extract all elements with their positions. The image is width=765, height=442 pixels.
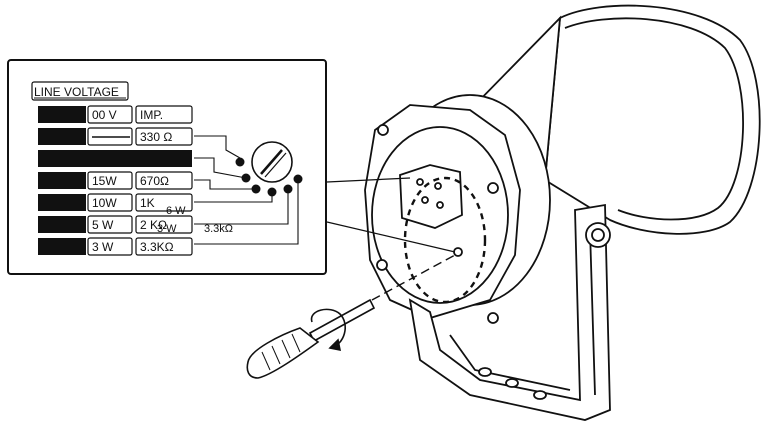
row-power-box (87, 105, 133, 124)
rotary-selector (251, 141, 293, 183)
tap-table-row: 3 W 3.3KΩ (38, 237, 193, 256)
horn-mouth (544, 4, 761, 235)
overlay-label-3k3: 3.3kΩ (204, 223, 233, 235)
terminal-block (399, 164, 463, 229)
row-power-label: 3 W (92, 240, 114, 254)
row-power-box (87, 237, 133, 256)
row-impedance-box (135, 215, 193, 234)
terminal-4 (436, 201, 444, 209)
panel-title-box (31, 81, 129, 101)
mount-bracket-inner (449, 229, 596, 396)
row-black-block (38, 128, 86, 145)
row-power-label: 15W (92, 174, 117, 188)
terminal-2 (434, 182, 442, 190)
tap-table-row: 330 Ω (38, 127, 193, 146)
screwdriver-handle (246, 327, 320, 379)
rotation-arrow (310, 308, 346, 349)
wiring-leaders (194, 135, 299, 245)
rotation-arrow-head (328, 338, 342, 352)
row-power-label: 00 V (92, 108, 117, 122)
row-impedance-label: 2 KΩ (140, 218, 167, 232)
row-impedance-box (135, 171, 193, 190)
detail-panel: LINE VOLTAGE 00 V IMP. 330 Ω 15W 670Ω 10W 1K 5 … (7, 59, 327, 275)
row-impedance-box (135, 105, 193, 124)
row-power-box (87, 215, 133, 234)
row-black-block (38, 216, 86, 233)
row-impedance-box (135, 127, 193, 146)
row-impedance-label: 670Ω (140, 174, 169, 188)
callout-lines (326, 177, 456, 253)
mount-bracket (408, 203, 611, 421)
row-filled-bar (38, 150, 192, 167)
handle-grip-lines (261, 333, 301, 371)
bracket-hole-3 (533, 390, 547, 400)
bracket-hole-1 (478, 367, 492, 377)
tap-table-row: 00 V IMP. (38, 105, 193, 124)
row-power-label: 10W (92, 196, 117, 210)
row-impedance-label: IMP. (140, 108, 163, 122)
tap-table-row: 15W 670Ω (38, 171, 193, 190)
terminal-3 (421, 196, 429, 204)
tap-table-row: 10W 1K (38, 193, 193, 212)
tap-area-dashed (403, 176, 487, 304)
row-power-box (87, 171, 133, 190)
row-impedance-label: 1K (140, 196, 155, 210)
overlay-label-6w: 6 W (166, 205, 186, 217)
horn-mouth-rim (564, 17, 744, 221)
row-impedance-label: 3.3KΩ (140, 240, 174, 254)
row-impedance-box (135, 193, 193, 212)
screwdriver-shaft (308, 298, 376, 343)
bracket-hole-2 (505, 378, 519, 388)
tap-table-row (38, 150, 192, 167)
row-impedance-box (135, 237, 193, 256)
row-black-block (38, 106, 86, 123)
row-power-label: 5 W (92, 218, 114, 232)
row-power-box (87, 193, 133, 212)
flange-screw-3 (376, 259, 388, 271)
row-black-block (38, 194, 86, 211)
screwdriver (246, 254, 456, 379)
terminal-1 (416, 178, 424, 186)
flange-screw-4 (487, 312, 499, 324)
row-black-block (38, 172, 86, 189)
overlay-label-3w: 3 W (157, 223, 177, 235)
row-impedance-label: 330 Ω (140, 130, 172, 144)
tap-switch-hole (453, 247, 463, 257)
panel-title: LINE VOLTAGE (34, 85, 119, 99)
flange-screw-1 (377, 124, 389, 136)
row-black-block (38, 238, 86, 255)
flange-screw-2 (487, 182, 499, 194)
horn-speaker (364, 4, 761, 421)
tap-table-row: 5 W 2 KΩ (38, 215, 193, 234)
bracket-bolt-inner (591, 228, 605, 242)
